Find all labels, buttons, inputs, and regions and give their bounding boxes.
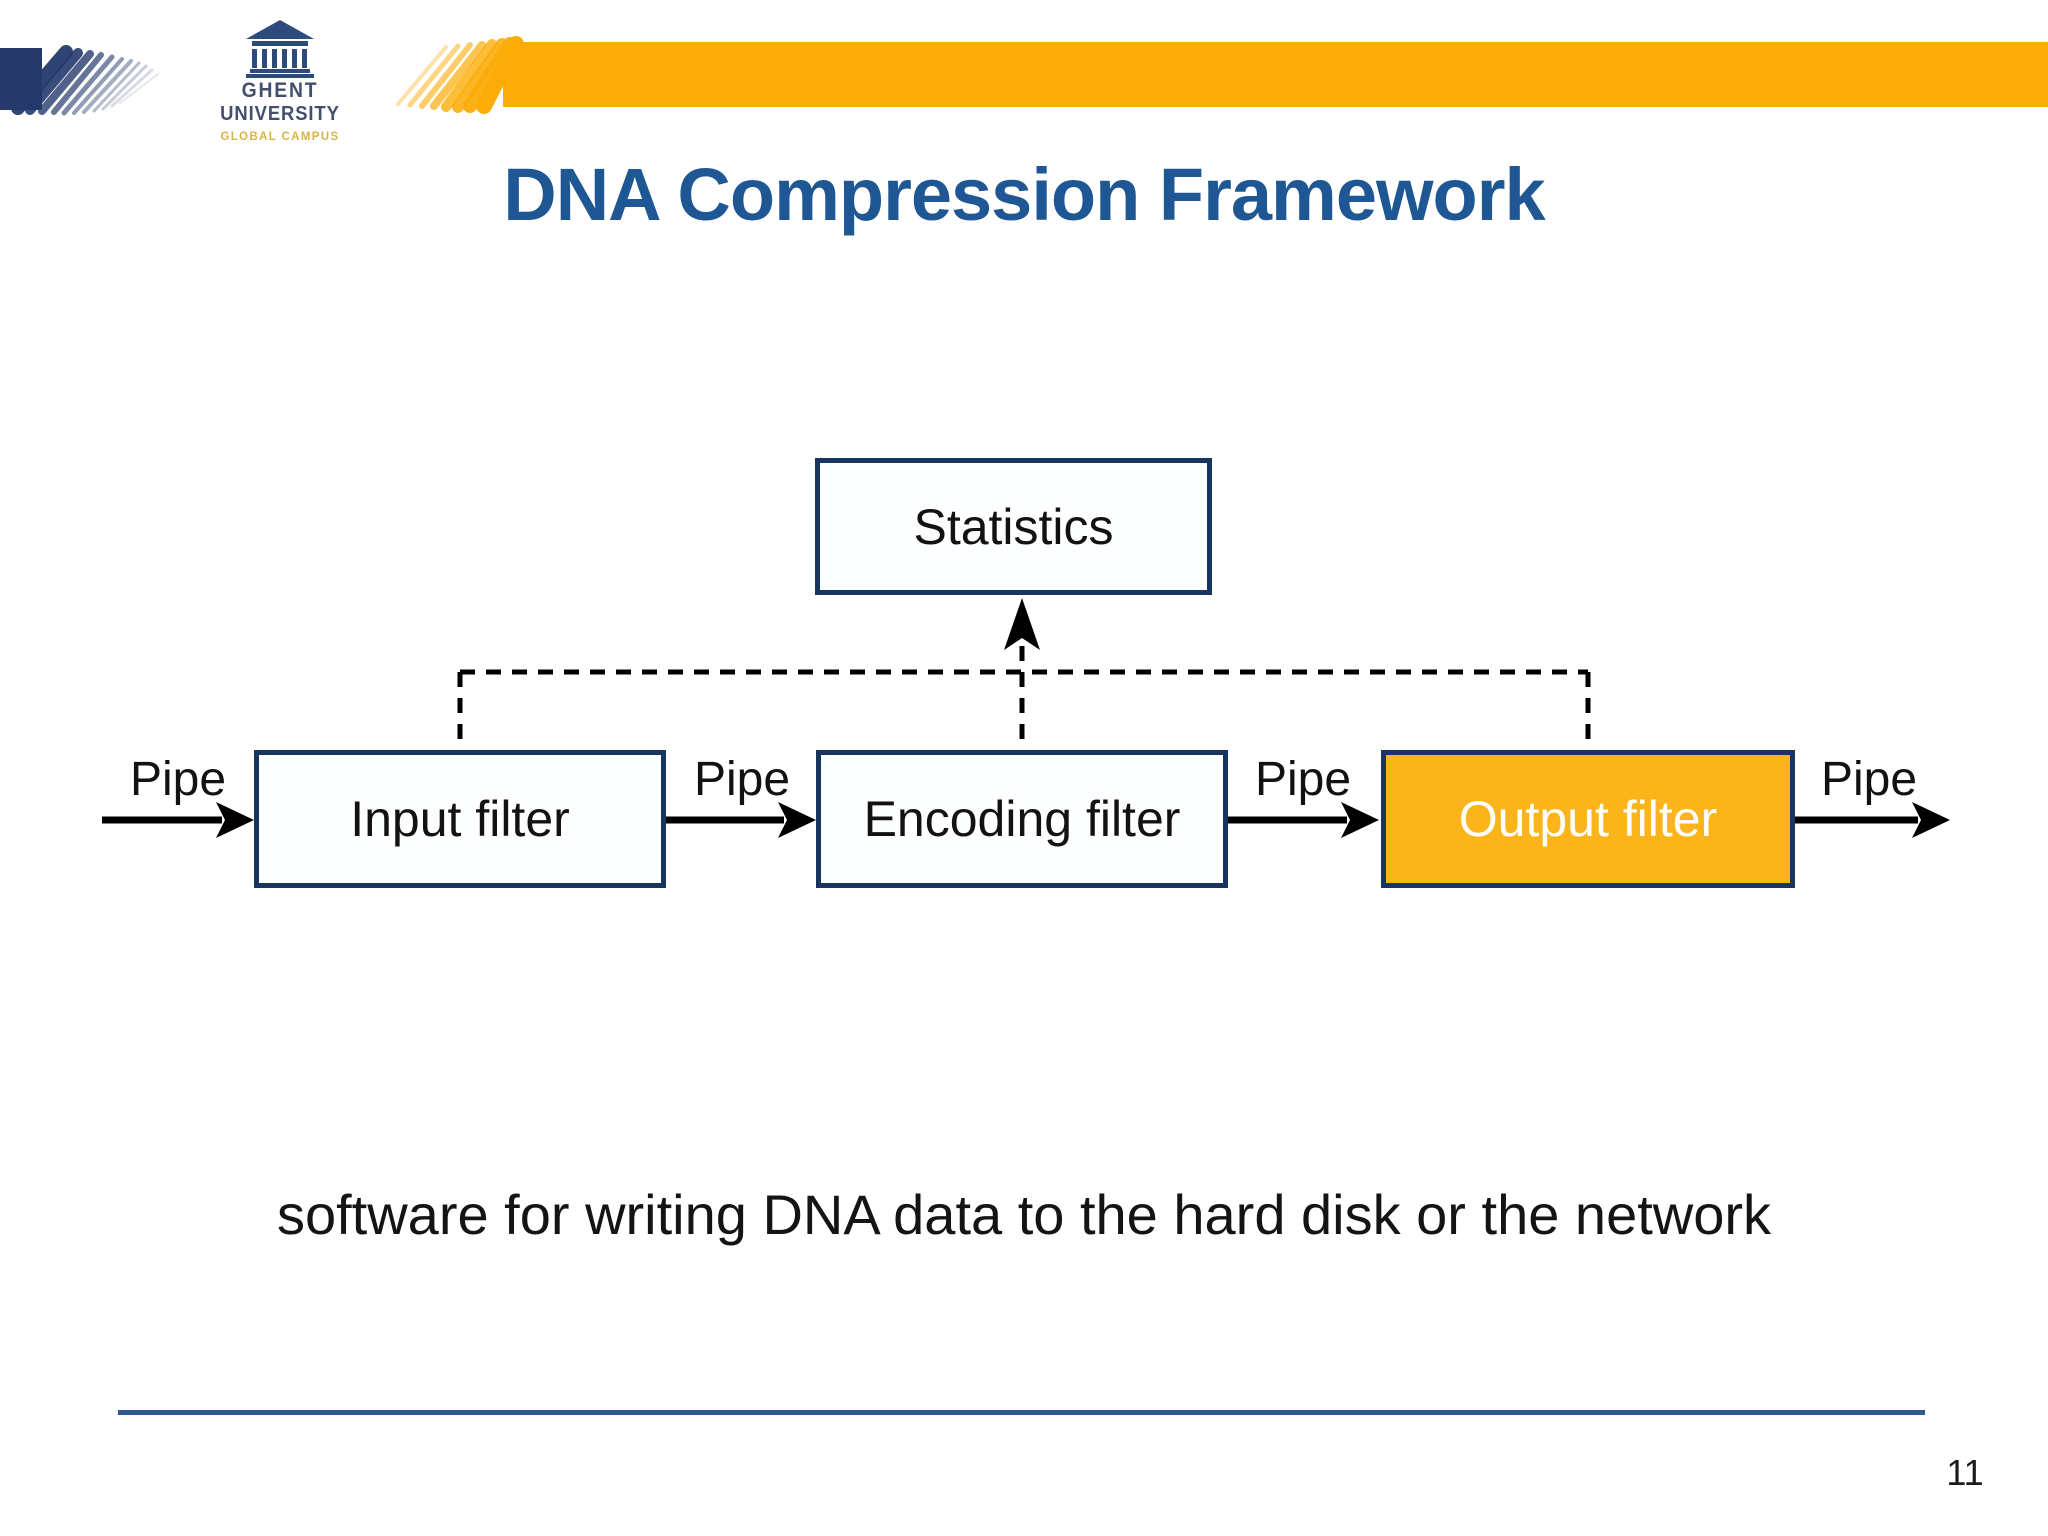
pipe-label-1: Pipe [129,753,227,806]
encoding-filter-label: Encoding filter [863,791,1181,847]
logo-text-university: UNIVERSITY [220,103,340,125]
ghent-university-logo: GHENT UNIVERSITY GLOBAL CAMPUS [205,18,355,143]
output-filter-box: Output filter [1381,750,1795,888]
pipe-label-4: Pipe [1820,753,1918,806]
dashed-links [457,646,1591,748]
logo-text-campus: GLOBAL CAMPUS [220,129,340,143]
input-filter-box: Input filter [254,750,666,888]
page-number: 11 [1946,1452,1984,1493]
statistics-box: Statistics [815,458,1212,595]
slide-title: DNA Compression Framework [503,153,1545,236]
university-building-icon [246,20,314,78]
logo-text-ghent: GHENT [241,79,319,102]
header-decoration [0,36,2048,116]
gold-brush-bar [396,36,2048,114]
footer-rule [118,1410,1925,1415]
slide-caption: software for writing DNA data to the har… [276,1183,1772,1246]
pipe-label-2: Pipe [693,753,791,806]
pipe-label-3: Pipe [1254,753,1352,806]
output-filter-label: Output filter [1458,791,1718,847]
blue-brush-accent [0,45,159,116]
encoding-filter-box: Encoding filter [816,750,1228,888]
arrowhead-up [1004,598,1040,650]
input-filter-label: Input filter [350,791,570,847]
statistics-label: Statistics [913,498,1114,555]
